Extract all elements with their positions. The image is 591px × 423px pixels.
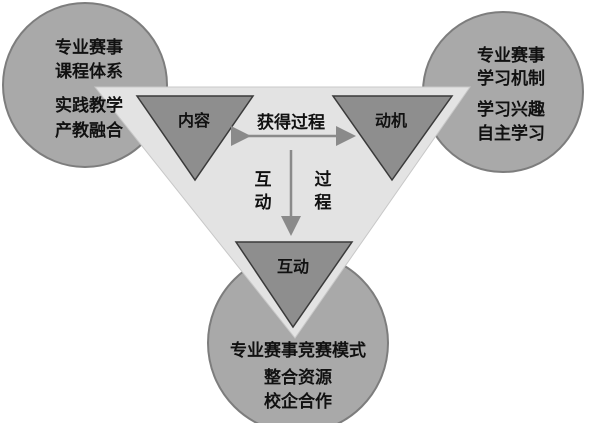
horizontal-arrow-label: 获得过程 [257,112,325,133]
top-right-line3: 学习兴趣 [477,99,546,120]
vertical-right-char-1: 过 [315,170,332,190]
bottom-line3: 校企合作 [264,391,332,412]
triangle-content-label: 内容 [178,111,210,130]
triangle-content [135,95,255,182]
bottom-line2: 整合资源 [264,367,332,388]
top-right-line4: 自主学习 [477,123,545,144]
vertical-left-char-1: 互 [255,170,272,190]
bottom-line1: 专业赛事竞赛模式 [230,340,366,361]
triangle-interaction-label: 互动 [277,257,309,276]
triangle-motivation-label: 动机 [375,111,407,130]
triangle-motivation [331,95,454,182]
top-left-line4: 产教融合 [55,120,124,141]
triangle-interaction [234,241,354,329]
top-right-line2: 学习机制 [477,68,545,89]
vertical-right-char-2: 程 [315,193,332,213]
top-left-line1: 专业赛事 [55,37,123,58]
top-right-line1: 专业赛事 [477,45,545,66]
top-left-line2: 课程体系 [55,61,123,82]
vertical-left-char-2: 动 [255,193,272,213]
top-left-line3: 实践教学 [55,95,123,116]
